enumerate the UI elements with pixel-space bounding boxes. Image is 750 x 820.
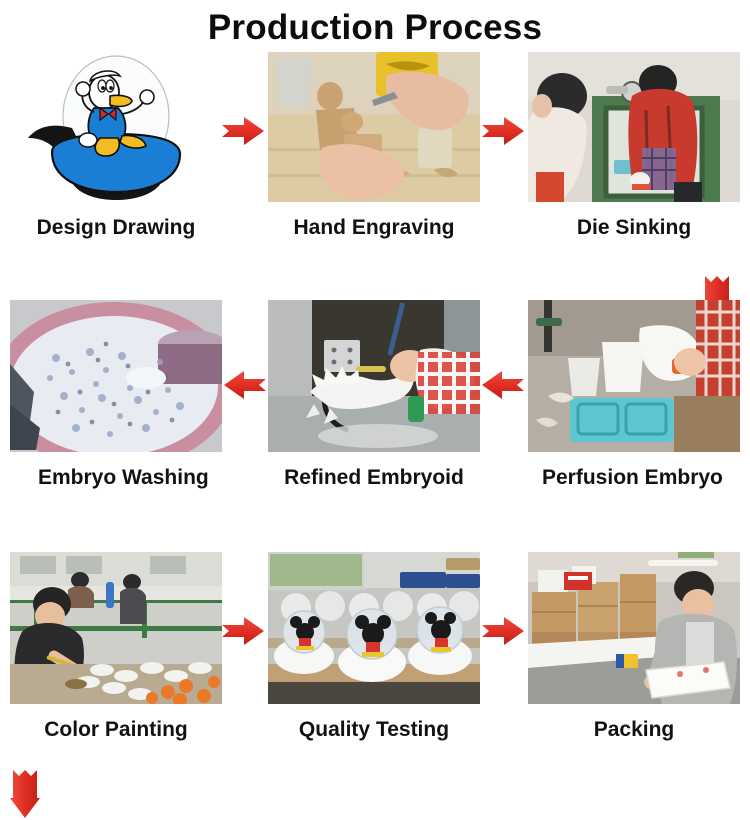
step-label-refined-embryoid: Refined Embryoid (284, 466, 464, 489)
arrow-right-icon (220, 114, 266, 148)
arrow-right-icon (480, 614, 526, 648)
step-card-embryo-washing: Embryo Washing (10, 300, 222, 490)
step-label-die-sinking: Die Sinking (576, 216, 692, 239)
refined-embryoid-photo (268, 300, 480, 452)
step-label-packing: Packing (593, 718, 675, 741)
perfusion-embryo-photo (528, 300, 740, 452)
process-row-1: Design Drawing (0, 52, 750, 324)
arrow-left-icon (480, 368, 526, 402)
step-label-quality-testing: Quality Testing (298, 718, 450, 741)
color-painting-photo (10, 552, 222, 704)
step-card-quality-testing: Quality Testing (268, 552, 480, 742)
embryo-washing-photo (10, 300, 222, 452)
arrow-right-icon (220, 614, 266, 648)
arrow-left-icon (222, 368, 268, 402)
step-label-embryo-washing: Embryo Washing (38, 466, 209, 489)
step-label-hand-engraving: Hand Engraving (293, 216, 455, 239)
production-process-infographic: Production Process (0, 8, 750, 818)
page-title: Production Process (207, 8, 543, 47)
step-label-design-drawing: Design Drawing (36, 216, 196, 239)
quality-testing-photo (268, 552, 480, 704)
step-card-design-drawing: Design Drawing (10, 52, 222, 240)
step-label-color-painting: Color Painting (44, 718, 188, 741)
die-sinking-photo (528, 52, 740, 202)
step-card-hand-engraving: Hand Engraving (268, 52, 480, 240)
hand-engraving-photo (268, 52, 480, 202)
design-drawing-illustration (10, 52, 222, 202)
step-card-perfusion-embryo: Perfusion Embryo (528, 300, 740, 490)
process-row-2: Embryo Washing (0, 300, 750, 818)
step-label-perfusion-embryo: Perfusion Embryo (542, 466, 723, 489)
step-card-refined-embryoid: Refined Embryoid (268, 300, 480, 490)
step-card-packing: Packing (528, 552, 740, 742)
arrow-right-icon (480, 114, 526, 148)
packing-photo (528, 552, 740, 704)
step-card-die-sinking: Die Sinking (528, 52, 740, 240)
process-row-3: Color Painting (0, 552, 750, 747)
step-card-color-painting: Color Painting (10, 552, 222, 742)
arrow-down-icon (8, 768, 42, 820)
